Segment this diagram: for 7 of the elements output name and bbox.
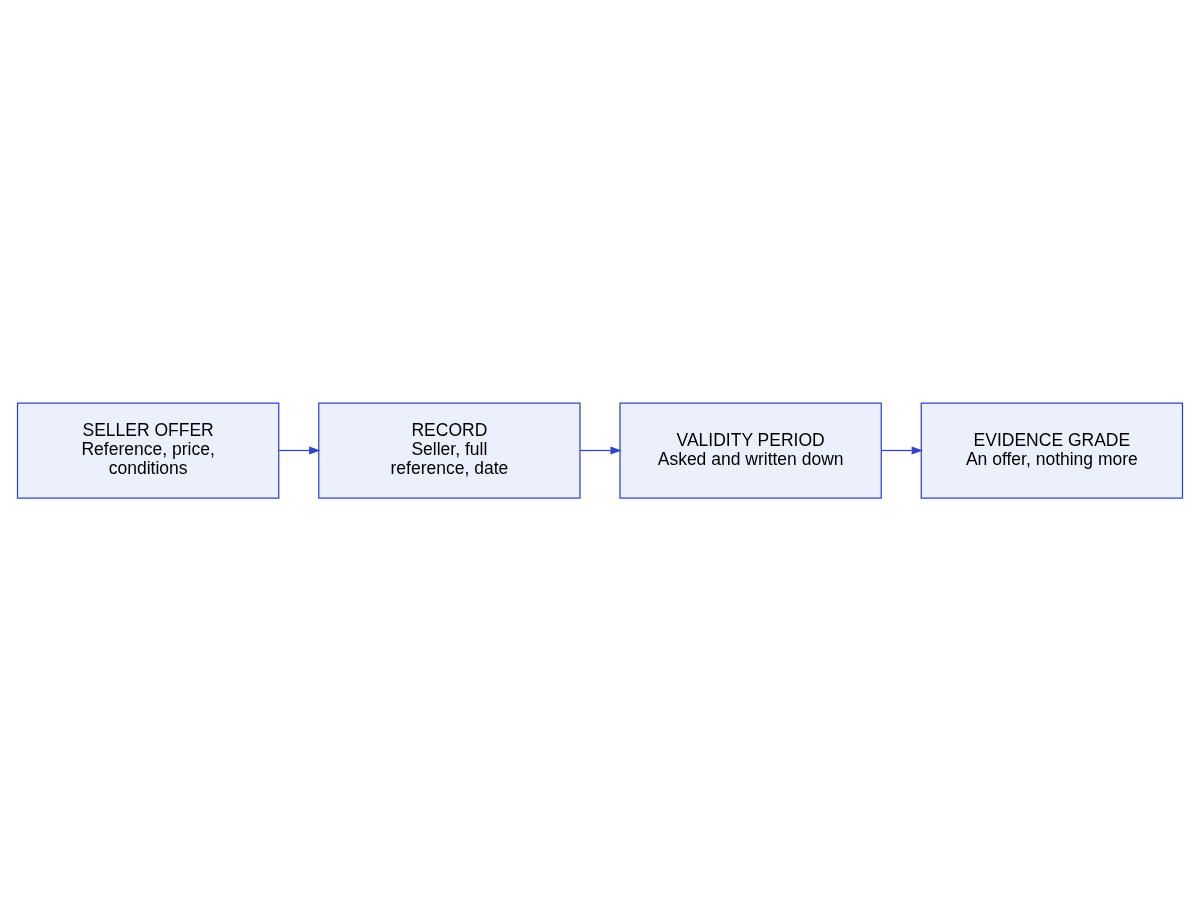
- arrow: [881, 446, 923, 454]
- node-box: EVIDENCE GRADE An offer, nothing more: [920, 401, 1184, 499]
- node-box: RECORD Seller, full reference, date: [318, 401, 581, 499]
- node-box: SELLER OFFER Reference, price, conditions: [16, 401, 280, 499]
- arrow: [579, 446, 622, 454]
- node-box: VALIDITY PERIOD Asked and written down: [619, 401, 882, 499]
- arrow: [278, 446, 321, 454]
